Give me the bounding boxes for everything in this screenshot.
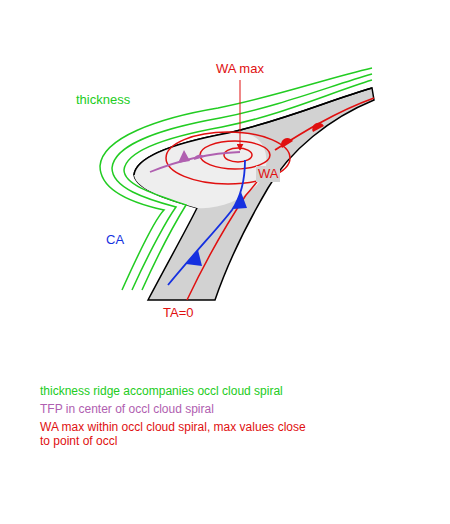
wa-max-label: WA max xyxy=(216,61,264,77)
cold-front-symbol xyxy=(233,192,247,209)
tfp-line xyxy=(150,152,240,172)
cloud-spiral-head xyxy=(134,132,266,208)
warm-front xyxy=(275,98,374,150)
thickness-label: thickness xyxy=(76,92,130,108)
ca-label: CA xyxy=(106,232,124,248)
cloud-spiral-edge xyxy=(134,88,372,175)
leader-arrow xyxy=(240,80,241,150)
note-text: WA max within occl cloud spiral, max val… xyxy=(40,420,310,449)
cold-front-symbol xyxy=(186,250,202,266)
thickness-lines xyxy=(100,68,372,290)
ta-label: TA=0 xyxy=(163,305,193,321)
warm-front-symbol xyxy=(281,138,293,148)
wa-label: WA xyxy=(256,166,280,182)
note-text: thickness ridge accompanies occl cloud s… xyxy=(40,384,283,398)
cold-front xyxy=(168,160,245,285)
occlusion-symbol xyxy=(194,155,204,160)
note-text: TFP in center of occl cloud spiral xyxy=(40,402,214,416)
warm-advection-contours xyxy=(166,132,290,300)
warm-front-symbol xyxy=(312,123,324,132)
occlusion-symbol xyxy=(178,150,190,163)
